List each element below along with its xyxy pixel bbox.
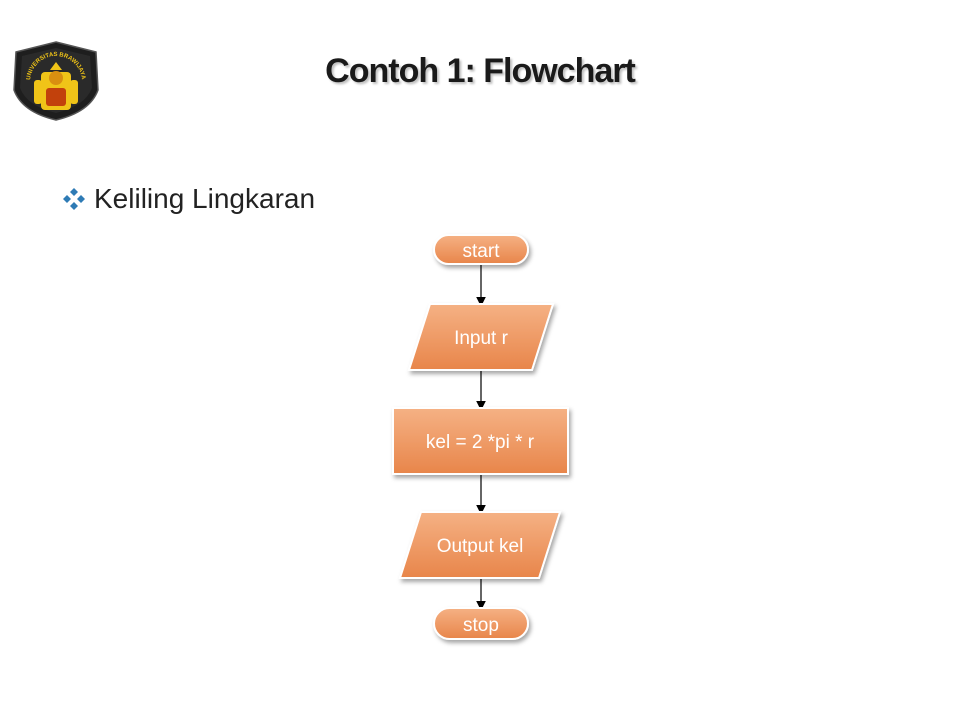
start-node	[433, 234, 529, 265]
bullet-item: Keliling Lingkaran	[62, 183, 315, 215]
process-node	[392, 407, 569, 475]
four-diamond-bullet-icon	[63, 188, 85, 210]
slide-title: Contoh 1: Flowchart	[325, 52, 636, 90]
output-node-label: Output kel	[437, 536, 524, 557]
input-node-label: Input r	[454, 328, 509, 349]
process-node-label: kel = 2 *pi * r	[426, 432, 535, 453]
output-node	[398, 511, 562, 579]
stop-node	[433, 607, 529, 640]
stop-node-label: stop	[463, 615, 499, 636]
start-node-label: start	[463, 241, 501, 262]
input-node	[407, 303, 555, 371]
university-logo: UNIVERSITAS BRAWIJAYA	[13, 41, 99, 121]
bullet-text: Keliling Lingkaran	[94, 183, 316, 214]
